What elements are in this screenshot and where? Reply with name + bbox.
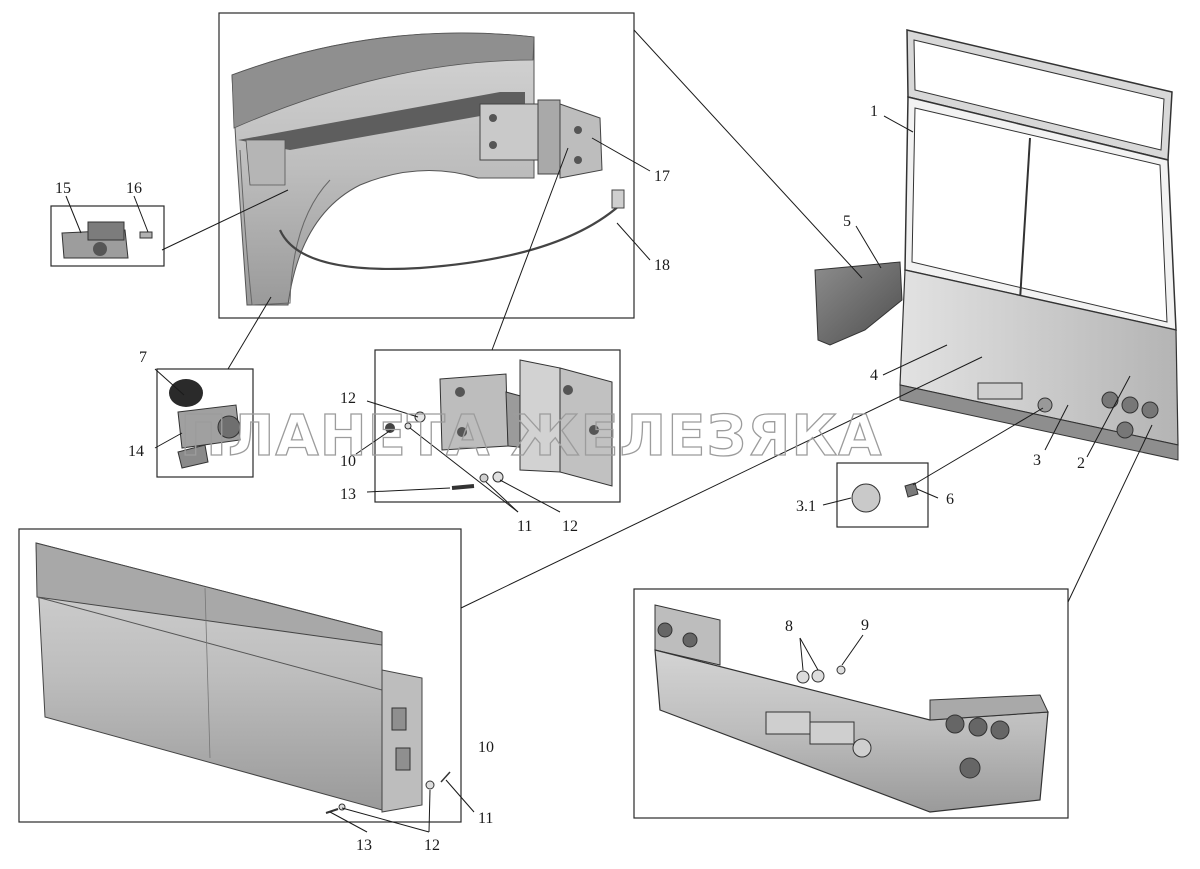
- detail-frame-hinge: [374, 349, 621, 503]
- callout-12-hinge-bottom: 12: [562, 518, 578, 535]
- plug-parts: [851, 482, 919, 513]
- callout-6: 6: [946, 491, 954, 508]
- front-bumper: [654, 604, 1049, 813]
- lock-parts: [169, 379, 241, 469]
- callout-17: 17: [654, 168, 670, 185]
- callout-13-hinge: 13: [340, 486, 356, 503]
- callout-3-1: 3.1: [796, 498, 816, 515]
- latch-parts: [61, 221, 153, 259]
- detail-frame-lock: [156, 368, 254, 478]
- leader-lines: [65, 29, 1153, 833]
- wheel-arch-cover: [231, 32, 535, 306]
- callout-5: 5: [843, 213, 851, 230]
- hinge-detail: [385, 359, 613, 490]
- callout-4: 4: [870, 367, 878, 384]
- callout-11-panel: 11: [478, 810, 493, 827]
- callout-18: 18: [654, 257, 670, 274]
- callout-10-panel: 10: [478, 739, 494, 756]
- check-strap-18: [278, 189, 625, 271]
- callout-8: 8: [785, 618, 793, 635]
- callout-7: 7: [139, 349, 147, 366]
- side-access-panel: [35, 542, 451, 814]
- callout-labels: 1 2 3 3.1 4 5 6 7 8 9 10 10 11 11 12 12 …: [55, 103, 1085, 854]
- callout-1: 1: [870, 103, 878, 120]
- bus-front-assembly: [814, 29, 1179, 461]
- hinge-assembly-17: [479, 99, 603, 179]
- callout-9: 9: [861, 617, 869, 634]
- detail-frame-plugs: [836, 462, 929, 528]
- detail-frame-side-panel: [18, 528, 462, 823]
- watermark-text: ПЛАНЕТА ЖЕЛЕЗЯКА: [180, 404, 882, 469]
- detail-frame-latch: [50, 205, 165, 267]
- callout-12-hinge-top: 12: [340, 390, 356, 407]
- callout-11-hinge: 11: [517, 518, 532, 535]
- detail-frame-bumper: [633, 588, 1069, 819]
- callout-2: 2: [1077, 455, 1085, 472]
- callout-13-panel: 13: [356, 837, 372, 854]
- callout-16: 16: [126, 180, 142, 197]
- callout-3: 3: [1033, 452, 1041, 469]
- callout-10-hinge: 10: [340, 453, 356, 470]
- callout-12-panel: 12: [424, 837, 440, 854]
- callout-15: 15: [55, 180, 71, 197]
- callout-14: 14: [128, 443, 144, 460]
- detail-frame-wheel-arch: [218, 12, 635, 319]
